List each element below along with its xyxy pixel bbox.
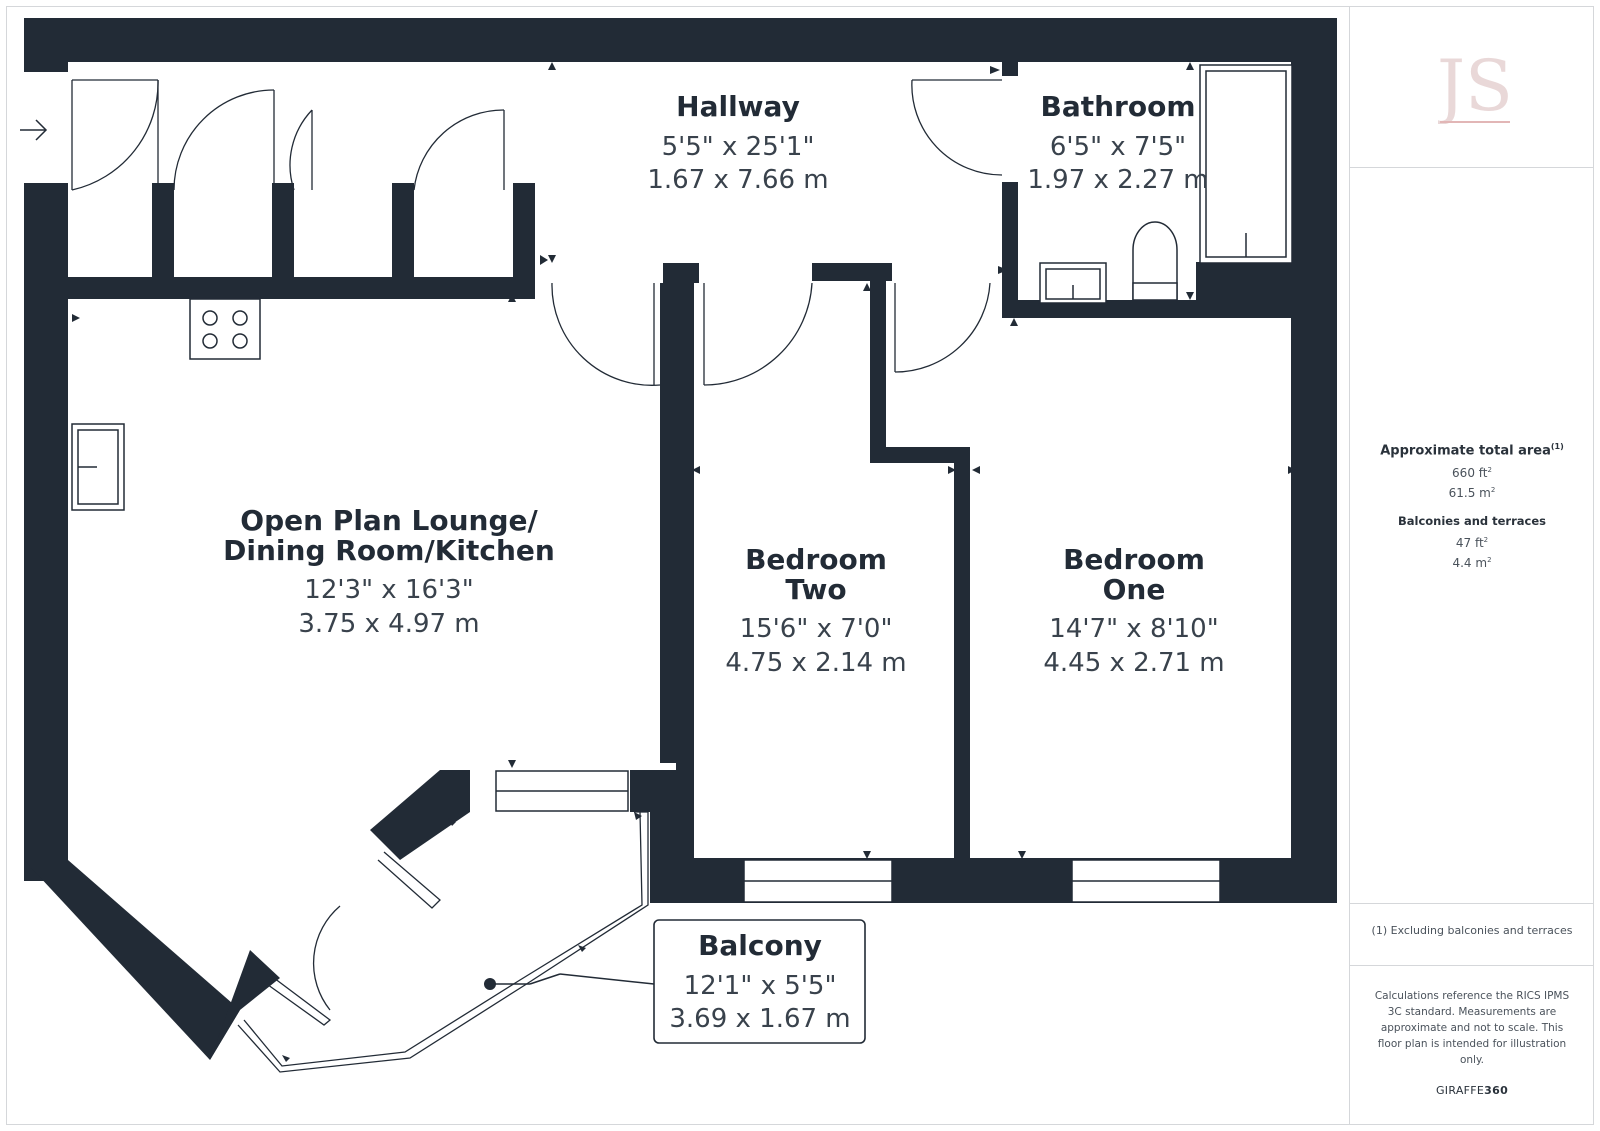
room-label-hallway: Hallway 5'5" x 25'1" 1.67 x 7.66 m xyxy=(647,90,828,195)
lounge-name-line2: Dining Room/Kitchen xyxy=(223,534,555,567)
footnote: (1) Excluding balconies and terraces xyxy=(1371,924,1573,937)
bedroom-two-imperial: 15'6" x 7'0" xyxy=(740,614,893,644)
area-section xyxy=(1350,168,1594,904)
note-marker: (1) xyxy=(1550,442,1564,451)
lounge-name-line1: Open Plan Lounge/ xyxy=(240,504,538,537)
sink-icon xyxy=(71,423,125,511)
bedroom-one-name-line1: Bedroom xyxy=(1063,543,1205,576)
bedroom-one-name-line2: One xyxy=(1103,573,1166,606)
balcony-callout: Balcony 12'1" x 5'5" 3.69 x 1.67 m xyxy=(484,919,866,1044)
agent-logo: JS xyxy=(1438,45,1512,124)
total-area-m: 61.5 m2 xyxy=(1448,486,1496,501)
area-summary: Approximate total area(1) 660 ft2 61.5 m… xyxy=(1350,442,1594,576)
room-label-bathroom: Bathroom 6'5" x 7'5" 1.97 x 2.27 m xyxy=(1027,90,1208,195)
logo-section: JS xyxy=(1350,6,1594,168)
bathroom-name: Bathroom xyxy=(1040,90,1195,123)
balconies-m: 4.4 m2 xyxy=(1452,556,1492,571)
balconies-ft: 47 ft2 xyxy=(1455,536,1489,551)
room-label-bedroom-two: Bedroom Two 15'6" x 7'0" 4.75 x 2.14 m xyxy=(725,543,906,678)
balcony-name: Balcony xyxy=(698,929,822,962)
room-label-lounge: Open Plan Lounge/ Dining Room/Kitchen 12… xyxy=(223,504,555,639)
bathroom-metric: 1.97 x 2.27 m xyxy=(1027,165,1208,195)
page-frame xyxy=(6,6,1594,1125)
disclaimer: Calculations reference the RICS IPMS 3C … xyxy=(1374,990,1570,1066)
hob-icon xyxy=(189,298,261,360)
balcony-imperial: 12'1" x 5'5" xyxy=(684,971,837,1001)
footnote-section xyxy=(1350,904,1594,966)
lounge-metric: 3.75 x 4.97 m xyxy=(298,609,479,639)
lounge-imperial: 12'3" x 16'3" xyxy=(304,575,473,605)
bath-icon xyxy=(1199,64,1293,264)
info-panel: JS Approximate total area(1) 660 ft2 61.… xyxy=(1349,6,1594,1125)
hallway-imperial: 5'5" x 25'1" xyxy=(662,132,815,162)
hallway-name: Hallway xyxy=(676,90,800,123)
hallway-metric: 1.67 x 7.66 m xyxy=(647,165,828,195)
bedroom-two-name-line2: Two xyxy=(785,573,846,606)
brand-mark: GIRAFFE360 xyxy=(1435,1084,1509,1097)
floor-plan: Hallway 5'5" x 25'1" 1.67 x 7.66 m Bathr… xyxy=(20,18,1337,1073)
room-label-bedroom-one: Bedroom One 14'7" x 8'10" 4.45 x 2.71 m xyxy=(1043,543,1224,678)
basin-icon xyxy=(1039,262,1107,304)
total-area-ft: 660 ft2 xyxy=(1452,466,1492,481)
entrance-arrow-icon xyxy=(20,119,48,141)
logo-text: JS xyxy=(1438,45,1512,124)
windows xyxy=(495,770,1221,903)
dimension-markers xyxy=(72,62,1296,1062)
callout-dot xyxy=(484,978,496,990)
balcony-metric: 3.69 x 1.67 m xyxy=(669,1004,850,1034)
bedroom-one-metric: 4.45 x 2.71 m xyxy=(1043,648,1224,678)
doors xyxy=(71,79,1003,1073)
total-area-heading: Approximate total area(1) xyxy=(1380,442,1564,459)
bedroom-two-name-line1: Bedroom xyxy=(745,543,887,576)
toilet-icon xyxy=(1132,221,1178,301)
balconies-heading: Balconies and terraces xyxy=(1397,514,1546,529)
bathroom-imperial: 6'5" x 7'5" xyxy=(1050,132,1186,162)
bedroom-two-metric: 4.75 x 2.14 m xyxy=(725,648,906,678)
bedroom-one-imperial: 14'7" x 8'10" xyxy=(1049,614,1218,644)
